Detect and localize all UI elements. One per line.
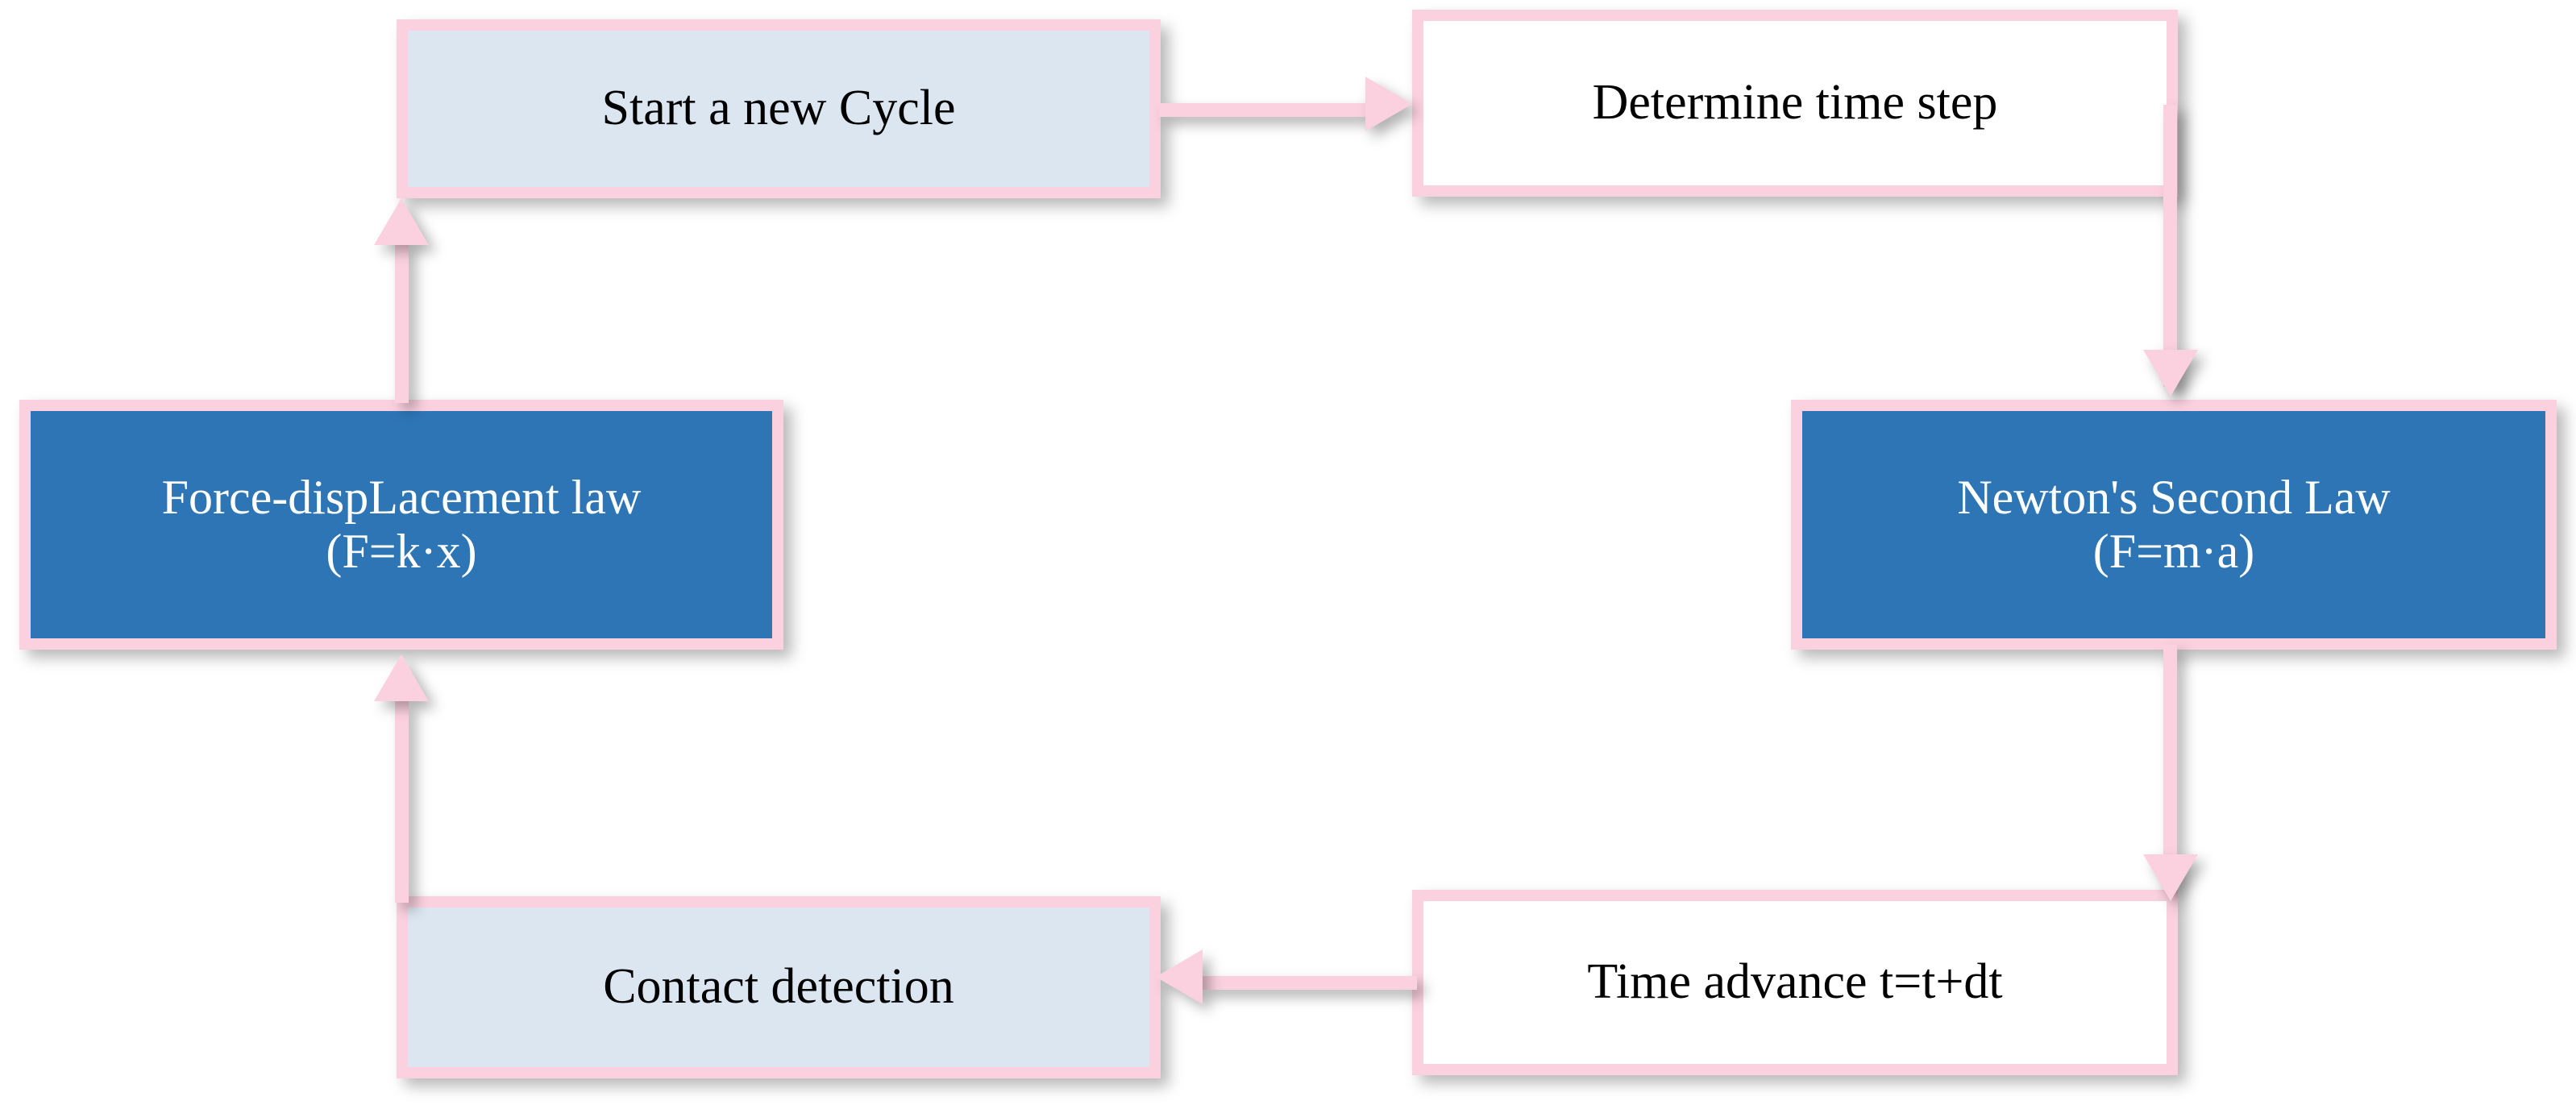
node-newtons-second-law[interactable]: Newton's Second Law (F=m·a) [1791, 400, 2557, 650]
node-determine-time-step[interactable]: Determine time step [1412, 10, 2178, 197]
node-contact-detection-label: Contact detection [603, 959, 954, 1015]
arrowhead-right-icon [1365, 77, 1412, 131]
arrowhead-down-icon [2143, 350, 2198, 397]
connector-contact-detection-to-force-displacement-law [395, 701, 409, 903]
arrowhead-left-icon [1156, 949, 1203, 1004]
node-force-displacement-law-label: Force-dispLacement law (F=k·x) [161, 470, 642, 578]
node-determine-time-step-label: Determine time step [1592, 75, 1998, 131]
node-newtons-second-law-label: Newton's Second Law (F=m·a) [1957, 470, 2391, 578]
connector-newtons-second-law-to-time-advance [2163, 645, 2177, 887]
node-time-advance-label: Time advance t=t+dt [1587, 954, 2003, 1010]
connector-force-displacement-law-to-start-a-new-cycle [395, 242, 409, 403]
node-contact-detection[interactable]: Contact detection [397, 896, 1161, 1078]
node-force-displacement-law[interactable]: Force-dispLacement law (F=k·x) [19, 400, 783, 650]
connector-determine-time-step-to-newtons-second-law [2163, 105, 2177, 387]
connector-time-advance-to-contact-detection [1201, 976, 1417, 990]
node-time-advance[interactable]: Time advance t=t+dt [1412, 890, 2178, 1075]
arrowhead-up-icon [374, 198, 429, 245]
connector-start-to-determine-time-step [1159, 103, 1369, 117]
node-start-a-new-cycle-label: Start a new Cycle [601, 81, 956, 136]
node-start-a-new-cycle[interactable]: Start a new Cycle [397, 19, 1161, 198]
arrowhead-down-icon [2143, 854, 2198, 901]
arrowhead-up-icon [374, 654, 429, 701]
